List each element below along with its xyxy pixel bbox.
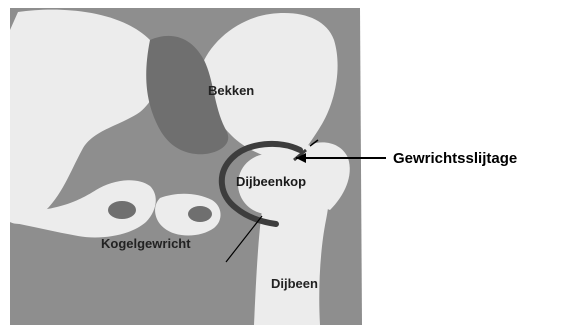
- label-dijbeenkop: Dijbeenkop: [236, 175, 306, 188]
- label-kogelgewricht: Kogelgewricht: [101, 237, 191, 250]
- label-gewrichtsslijtage: Gewrichtsslijtage: [393, 151, 517, 166]
- label-dijbeen: Dijbeen: [271, 277, 318, 290]
- right-obturator-foramen: [188, 206, 212, 222]
- label-bekken: Bekken: [208, 84, 254, 97]
- left-obturator-foramen: [108, 201, 136, 219]
